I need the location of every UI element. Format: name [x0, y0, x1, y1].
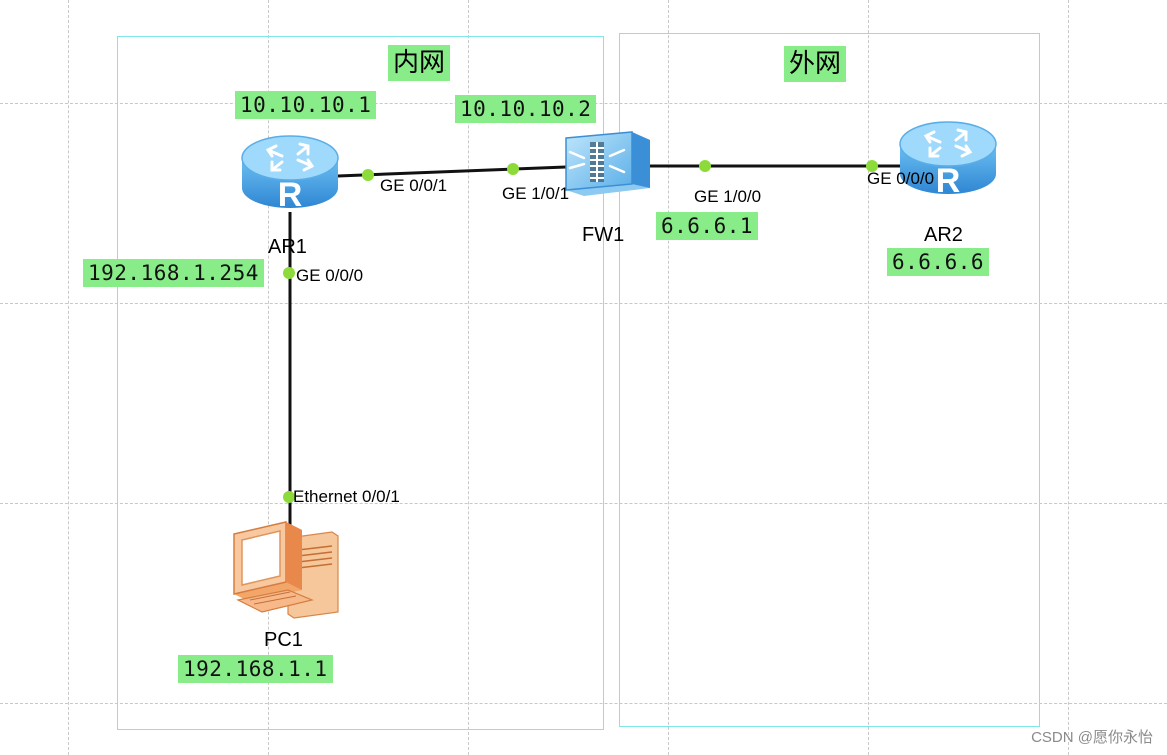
pc1-eth-port-label: Ethernet 0/0/1 [293, 487, 400, 506]
pc1-name: PC1 [264, 629, 303, 651]
fw1-name: FW1 [582, 224, 625, 246]
port-dot-pc1-eth[interactable] [283, 491, 295, 503]
ip-label-ar1-ge000: 192.168.1.254 [83, 259, 264, 287]
ip-label-fw1-ge100: 6.6.6.1 [656, 212, 759, 240]
ar1-name: AR1 [268, 236, 307, 258]
pc1-computer[interactable] [228, 520, 342, 627]
inner-network-zone[interactable] [117, 36, 604, 730]
port-dot-ar1-ge000[interactable] [283, 267, 295, 279]
outer-network-title: 外网 [784, 46, 847, 82]
firewall-icon [565, 131, 650, 196]
port-dot-fw1-ge101[interactable] [507, 163, 519, 175]
port-dot-fw1-ge100[interactable] [699, 160, 711, 172]
fw1-ge100-port-label: GE 1/0/0 [694, 187, 762, 206]
ar1-ge001-port-label: GE 0/0/1 [380, 176, 448, 195]
fw1-ge101-port-label: GE 1/0/1 [502, 184, 570, 203]
ar1-ge000-port-label: GE 0/0/0 [296, 266, 364, 285]
svg-text:R: R [936, 162, 961, 200]
link-ar1-fw1 [337, 165, 567, 178]
inner-network-title: 内网 [388, 45, 451, 81]
router-icon: R [241, 135, 339, 214]
ip-label-ar1-ge001: 10.10.10.1 [235, 91, 377, 119]
pc-icon [233, 521, 339, 619]
port-dot-ar1-ge001[interactable] [362, 169, 374, 181]
ip-label-ar2-ge000: 6.6.6.6 [887, 248, 990, 276]
watermark: CSDN @愿你永怡 [1031, 729, 1153, 746]
outer-network-zone[interactable] [619, 33, 1040, 727]
ar2-name: AR2 [924, 224, 963, 246]
ip-label-fw1-ge101: 10.10.10.2 [455, 95, 597, 123]
ar2-router[interactable]: R [896, 114, 1000, 205]
fw1-firewall[interactable] [560, 128, 652, 205]
ar2-ge000-port-label: GE 0/0/0 [867, 169, 935, 188]
ar1-router[interactable]: R [238, 128, 342, 219]
port-dot-ar2-ge000[interactable] [866, 160, 878, 172]
ip-label-pc1-eth: 192.168.1.1 [178, 655, 333, 683]
router-icon: R [899, 121, 997, 200]
svg-text:R: R [278, 176, 303, 214]
